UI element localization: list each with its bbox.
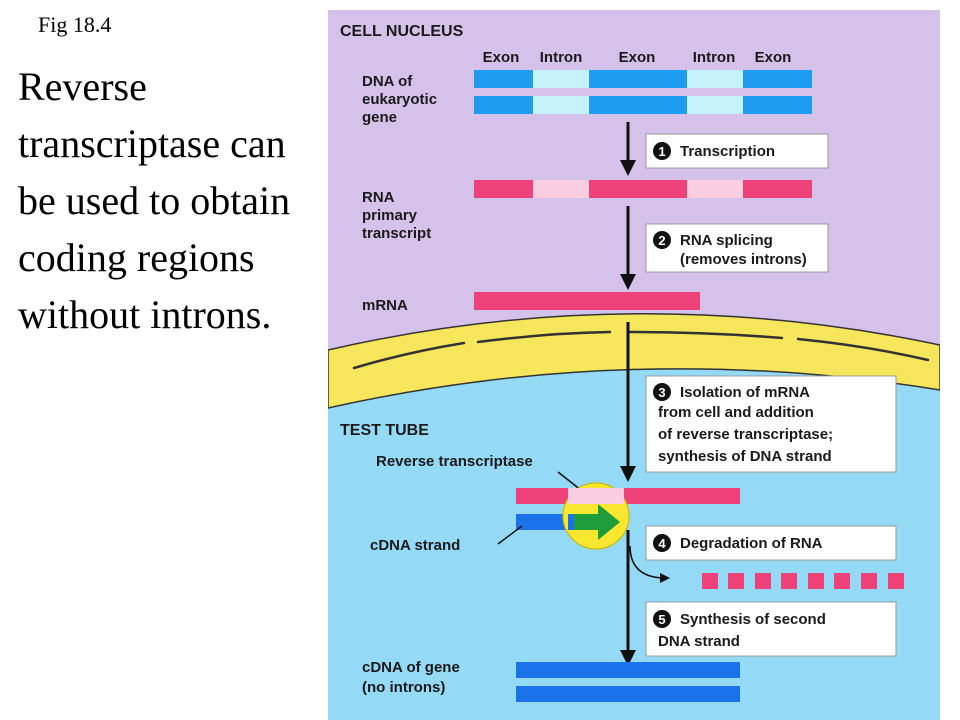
dna-label-line-3: gene (362, 109, 397, 126)
step-2-line-1: RNA splicing (680, 232, 773, 249)
reverse-transcriptase-label: Reverse transcriptase (376, 453, 533, 470)
figure-number: Fig 18.4 (38, 12, 112, 37)
dna-intron-2b (687, 96, 743, 114)
rna-exon-2 (589, 180, 687, 198)
cdna-strand-label: cDNA strand (370, 537, 460, 554)
nuclear-envelope (328, 312, 940, 409)
dna-intron-1b (533, 96, 589, 114)
step-3-line-2: from cell and addition (658, 404, 814, 421)
synthesis-direction-arrow (574, 504, 620, 540)
header-intron-1: Intron (540, 49, 583, 66)
header-exon-2: Exon (619, 49, 656, 66)
step-1-text: Transcription (680, 143, 775, 160)
step-4-text: Degradation of RNA (680, 535, 823, 552)
rna-label-line-2: primary (362, 207, 418, 224)
step-2-number: 2 (658, 233, 665, 248)
rna-intron-2 (687, 180, 743, 198)
header-intron-2: Intron (693, 49, 736, 66)
dna-intron-1 (533, 70, 589, 88)
step-3-line-4: synthesis of DNA strand (658, 448, 832, 465)
header-exon-3: Exon (755, 49, 792, 66)
mrna-strand (474, 292, 700, 310)
slide-caption: Reverse transcriptase can be used to obt… (18, 64, 291, 337)
dna-label: DNA of eukaryotic gene (362, 73, 437, 126)
dna-exon-3b (743, 96, 812, 114)
step-1-badge (653, 142, 671, 160)
rna-label-line-1: RNA (362, 189, 395, 206)
step-5-line-2: DNA strand (658, 633, 740, 650)
step-2-line-2: (removes introns) (680, 251, 807, 268)
nuclear-pores (352, 330, 930, 370)
rna-exon-1 (474, 180, 533, 198)
step-3-number: 3 (658, 385, 665, 400)
dna-intron-2 (687, 70, 743, 88)
enzyme-rna-overlap (568, 488, 624, 504)
cdna-synthesis-diagram: CELL NUCLEUS TEST TUBE Exon Intron Exon … (328, 10, 940, 720)
cdna-gene-line-2: (no introns) (362, 679, 445, 696)
step-5-number: 5 (658, 612, 665, 627)
header-exon-1: Exon (483, 49, 520, 66)
rna-label-line-3: transcript (362, 225, 431, 242)
step-4-number: 4 (658, 536, 666, 551)
step-3-badge (653, 383, 671, 401)
step-5-badge (653, 610, 671, 628)
cdna-gene-line-1: cDNA of gene (362, 659, 460, 676)
step-4-box: 4 Degradation of RNA (645, 525, 897, 561)
rna-intron-1 (533, 180, 589, 198)
step-2-badge (653, 231, 671, 249)
mrna-label: mRNA (362, 297, 408, 314)
degradation-arrow (629, 545, 663, 579)
dna-exon-1b (474, 96, 533, 114)
step-3-box: 3 Isolation of mRNA from cell and additi… (645, 375, 897, 473)
cdna-pointer-line (497, 525, 523, 545)
dna-exon-2 (589, 70, 687, 88)
step-2-box: 2 RNA splicing (removes introns) (645, 223, 829, 273)
dna-exon-2b (589, 96, 687, 114)
rna-exon-3 (743, 180, 812, 198)
dna-double-strand (474, 70, 812, 114)
cdna-double-strand (516, 662, 740, 702)
step-3-line-1: Isolation of mRNA (680, 384, 810, 401)
nucleus-title: CELL NUCLEUS (340, 23, 464, 40)
step-1-box: 1 Transcription (645, 133, 829, 169)
step-5-line-1: Synthesis of second (680, 611, 826, 628)
segment-headers: Exon Intron Exon Intron Exon (483, 49, 792, 66)
mrna-template-strand (516, 488, 740, 504)
rna-primary-transcript (474, 180, 812, 198)
test-tube-title: TEST TUBE (340, 422, 429, 439)
cdna-gene-label: cDNA of gene (no introns) (362, 659, 460, 696)
cdna-gene-strand-top (516, 662, 740, 678)
cdna-gene-strand-bottom (516, 686, 740, 702)
degraded-rna-fragments (702, 573, 904, 589)
step-1-number: 1 (658, 144, 665, 159)
dna-exon-1 (474, 70, 533, 88)
dna-label-line-1: DNA of (362, 73, 413, 90)
dna-exon-3 (743, 70, 812, 88)
step-4-badge (653, 534, 671, 552)
rna-label: RNA primary transcript (362, 189, 431, 242)
process-arrows (620, 122, 636, 666)
degradation-arrowhead (660, 573, 670, 583)
step-3-line-3: of reverse transcriptase; (658, 426, 833, 443)
dna-label-line-2: eukaryotic (362, 91, 437, 108)
step-5-box: 5 Synthesis of second DNA strand (645, 601, 897, 657)
